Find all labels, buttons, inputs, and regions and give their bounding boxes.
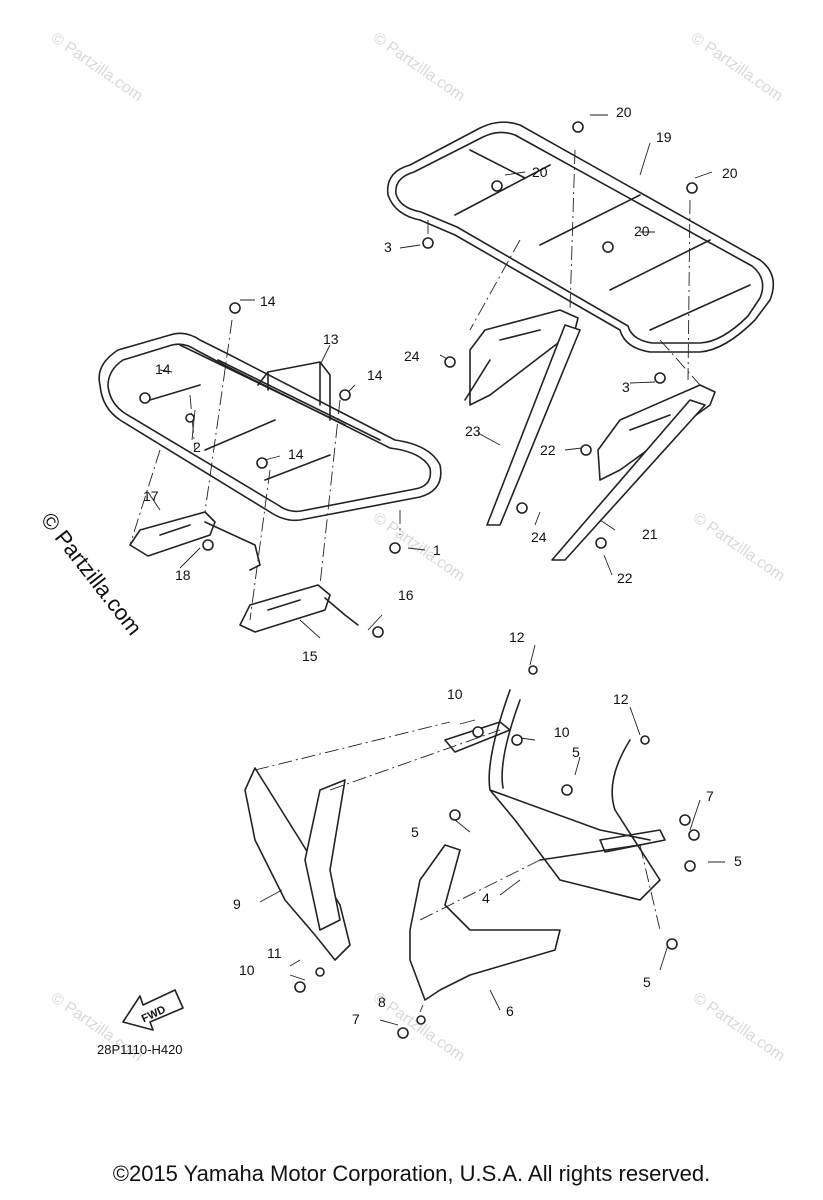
callout: 20 [634,223,650,239]
front-guard-4 [488,689,661,901]
callout: 19 [656,129,672,145]
watermark: © Partzilla.com [690,509,788,585]
callout: 12 [613,691,629,707]
callout: 5 [643,974,651,990]
callout: 21 [642,526,658,542]
callout-labels: 1 2 3 3 4 5 5 5 5 6 7 7 8 9 10 10 10 11 … [143,104,742,1027]
watermark: © Partzilla.com [688,29,786,105]
callout: 8 [378,994,386,1010]
bracket-17 [129,511,216,557]
callout: 22 [540,442,556,458]
callout: 3 [622,379,630,395]
callout: 4 [482,890,490,906]
callout: 6 [506,1003,514,1019]
callout: 14 [288,446,304,462]
callout: 10 [447,686,463,702]
callout: 7 [352,1011,360,1027]
rear-carrier [386,121,775,353]
callout: 12 [509,629,525,645]
callout: 14 [367,367,383,383]
guard-panel-6 [409,844,561,1001]
bracket-24 [469,309,579,406]
front-carrier [98,332,442,522]
callout: 5 [734,853,742,869]
callout: 11 [267,945,282,961]
callout: 10 [239,962,255,978]
callout: 17 [143,488,159,504]
callout: 15 [302,648,318,664]
watermark: © Partzilla.com [370,29,468,105]
callout: 24 [404,348,420,364]
callout: 20 [722,165,738,181]
callout: 22 [617,570,633,586]
callout: 20 [532,164,548,180]
callout: 2 [193,439,201,455]
callout: 3 [384,239,392,255]
callout: 24 [531,529,547,545]
callout: 14 [155,361,171,377]
callout: 5 [572,744,580,760]
callout: 20 [616,104,632,120]
bracket-22 [597,384,716,481]
callout: 5 [411,824,419,840]
stay-23 [486,324,581,526]
callout: 1 [433,542,441,558]
bracket-15 [239,584,331,633]
watermark: © Partzilla.com [690,989,788,1065]
callout: 16 [398,587,414,603]
fwd-arrow-icon: FWD [122,989,184,1031]
callout: 14 [260,293,276,309]
callout: 10 [554,724,570,740]
bolt-icon [139,121,700,1039]
diagram-code: 28P1110-H420 [97,1042,183,1057]
callout: 23 [465,423,481,439]
copyright-notice: ©2015 Yamaha Motor Corporation, U.S.A. A… [112,1161,711,1186]
watermark-main: © Partzilla.com [36,508,147,640]
watermark: © Partzilla.com [370,509,468,585]
callout: 18 [175,567,191,583]
callout: 9 [233,896,241,912]
stay-21 [551,399,706,561]
callout: 13 [323,331,339,347]
callout: 7 [706,788,714,804]
watermark: © Partzilla.com [48,29,146,105]
